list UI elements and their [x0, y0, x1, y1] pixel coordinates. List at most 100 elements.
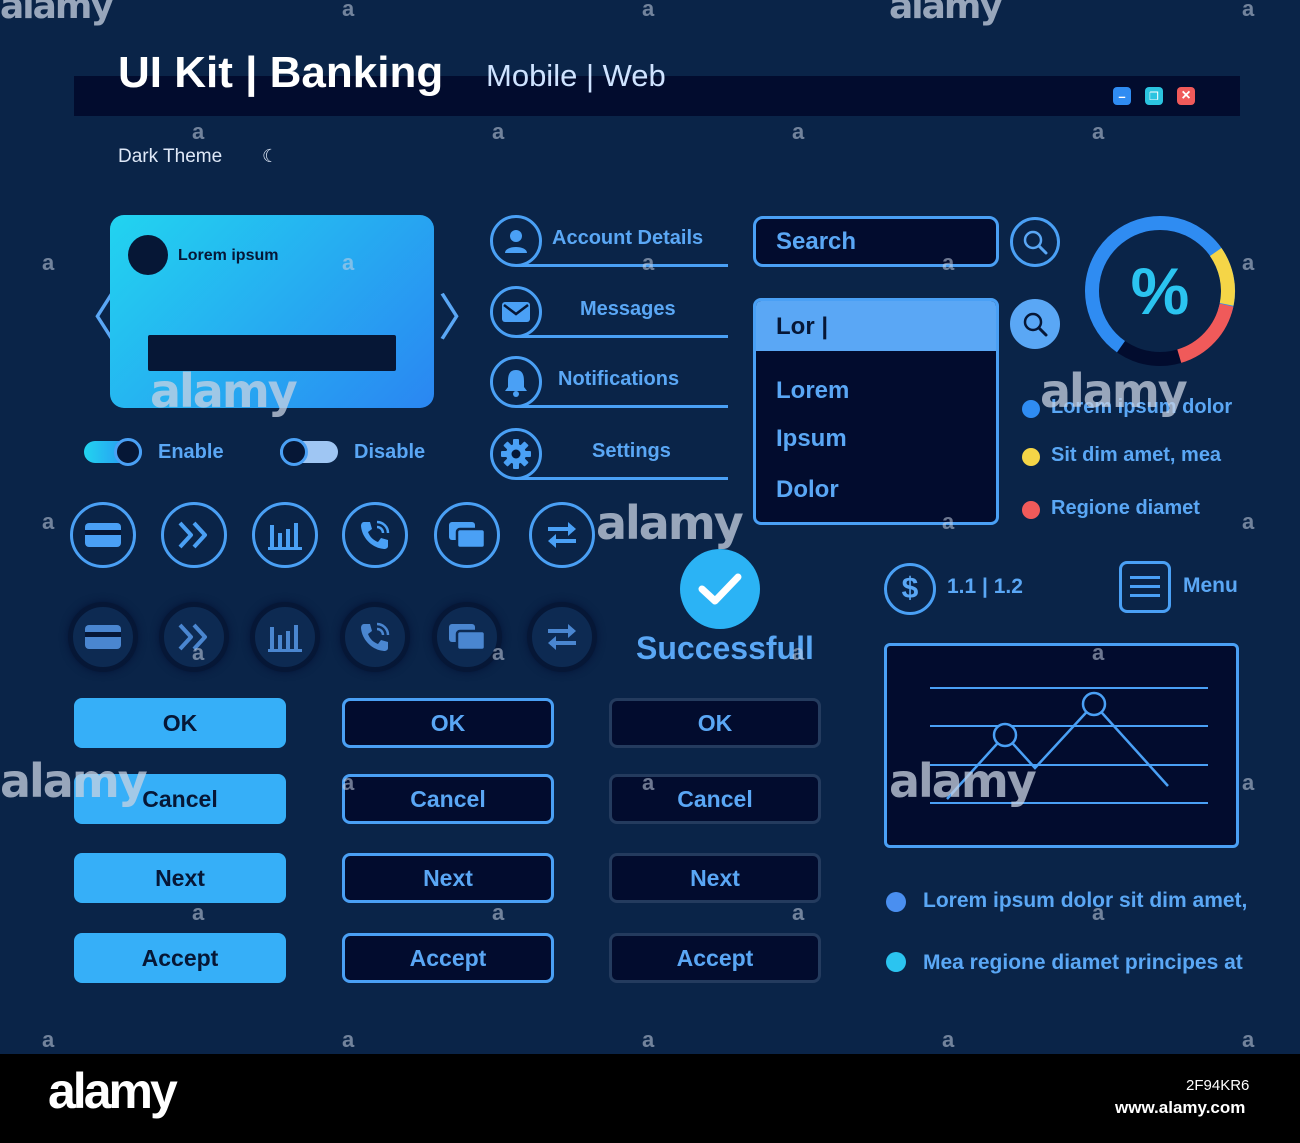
note-label: Lorem ipsum dolor sit dim amet, [923, 889, 1248, 912]
fast-forward-button-dark[interactable] [161, 604, 227, 670]
gear-icon [490, 428, 542, 480]
phone-call-button[interactable] [342, 502, 408, 568]
autocomplete-option[interactable]: Lorem [776, 377, 850, 404]
card-button[interactable] [70, 502, 136, 568]
chart-point[interactable] [1081, 691, 1107, 717]
minimize-icon: – [1118, 88, 1126, 104]
subtitle-mobile: Mobile [486, 58, 578, 93]
accept-button-ghost[interactable]: Accept [609, 933, 821, 983]
watermark: alamy [0, 0, 114, 27]
cancel-button-ghost[interactable]: Cancel [609, 774, 821, 824]
carousel-prev-button[interactable]: 〈 [66, 278, 116, 350]
menu-underline [516, 335, 728, 338]
page-title: UI Kit | Banking [118, 48, 444, 97]
autocomplete-option[interactable]: Ipsum [776, 425, 847, 452]
card-button-dark[interactable] [70, 604, 136, 670]
menu-item-messages[interactable]: Messages [490, 286, 728, 338]
watermark-letter: a [192, 640, 205, 665]
check-icon [698, 573, 742, 605]
cancel-button-outline[interactable]: Cancel [342, 774, 554, 824]
bar-chart-icon [268, 625, 302, 652]
bar-chart-button[interactable] [252, 502, 318, 568]
minimize-button[interactable]: – [1113, 87, 1131, 105]
search-button[interactable] [1010, 217, 1060, 267]
currency-label: 1.1 | 1.2 [947, 575, 1023, 598]
menu-label: Settings [592, 440, 671, 462]
fast-forward-button[interactable] [161, 502, 227, 568]
transfer-button-dark[interactable] [529, 604, 595, 670]
watermark-letter: a [1242, 509, 1255, 534]
footer-url[interactable]: www.alamy.com [1115, 1098, 1246, 1117]
ok-button-outline[interactable]: OK [342, 698, 554, 748]
menu-button[interactable] [1119, 561, 1171, 613]
watermark-letter: a [492, 640, 505, 665]
disable-toggle[interactable] [280, 438, 338, 466]
disable-label: Disable [354, 441, 426, 463]
watermark: alamy [150, 364, 298, 418]
chart-point[interactable] [992, 722, 1018, 748]
line-chart [930, 687, 1208, 804]
fast-forward-icon [178, 623, 207, 651]
windows-button-dark[interactable] [434, 604, 500, 670]
watermark-letter: a [42, 1027, 55, 1052]
menu-item-notifications[interactable]: Notifications [490, 356, 728, 408]
watermark-letter: a [792, 640, 805, 665]
subtitle-web: Web [602, 58, 666, 93]
close-button[interactable]: × [1177, 87, 1195, 105]
watermark-letter: a [342, 250, 355, 275]
next-button-ghost[interactable]: Next [609, 853, 821, 903]
close-icon: × [1181, 87, 1191, 104]
search-input[interactable] [753, 216, 999, 267]
envelope-icon [490, 286, 542, 338]
next-button-outline[interactable]: Next [342, 853, 554, 903]
windows-button[interactable] [434, 502, 500, 568]
watermark-letter: a [42, 250, 55, 275]
menu-item-settings[interactable]: Settings [490, 428, 728, 480]
transfer-button[interactable] [529, 502, 595, 568]
restore-button[interactable]: ❐ [1145, 87, 1163, 105]
watermark: alamy [596, 496, 744, 550]
bank-card[interactable]: Lorem ipsum [110, 215, 434, 408]
subtitle-web-segment: Web [602, 58, 679, 94]
moon-icon[interactable]: ☾ [262, 146, 279, 166]
dollar-icon[interactable]: $ [884, 563, 936, 615]
next-button[interactable]: Next [74, 853, 286, 903]
cancel-button[interactable]: Cancel [74, 774, 286, 824]
card-holder-name: Lorem ipsum [178, 247, 279, 264]
legend-label: Sit dim amet, mea [1051, 444, 1222, 466]
watermark: alamy [1040, 364, 1188, 418]
phone-call-button-dark[interactable] [342, 604, 408, 670]
restore-icon: ❐ [1149, 90, 1159, 103]
watermark-letter: a [1242, 770, 1255, 795]
menu-item-account-details[interactable]: Account Details [490, 215, 728, 267]
transfer-icon [548, 624, 576, 650]
legend-label: Regione diamet [1051, 497, 1200, 519]
accept-button-outline[interactable]: Accept [342, 933, 554, 983]
search-button-active[interactable] [1010, 299, 1060, 349]
watermark-letter: a [942, 1027, 955, 1052]
autocomplete-option[interactable]: Dolor [776, 476, 839, 503]
watermark-letter: a [642, 250, 655, 275]
card-number-bar [148, 335, 396, 371]
user-icon [490, 215, 542, 267]
bar-chart-button-dark[interactable] [252, 604, 318, 670]
windows-icon [449, 624, 487, 652]
enable-label: Enable [158, 441, 224, 463]
page-subtitle: Mobile | Web [486, 58, 679, 94]
autocomplete-input[interactable]: Lor | [756, 301, 996, 351]
ok-button[interactable]: OK [74, 698, 286, 748]
toggle-knob [114, 438, 142, 466]
watermark-letter: a [192, 119, 205, 144]
menu-label: Menu [1183, 574, 1238, 597]
card-icon [85, 625, 121, 649]
watermark-letter: a [342, 1027, 355, 1052]
enable-toggle[interactable] [84, 438, 142, 466]
watermark-letter: a [942, 509, 955, 534]
watermark-letter: a [792, 900, 805, 925]
carousel-next-button[interactable]: 〉 [438, 278, 488, 350]
search-icon [1023, 230, 1048, 255]
ok-button-ghost[interactable]: OK [609, 698, 821, 748]
subtitle-separator: | [577, 58, 603, 93]
accept-button[interactable]: Accept [74, 933, 286, 983]
watermark-letter: a [1242, 1027, 1255, 1052]
